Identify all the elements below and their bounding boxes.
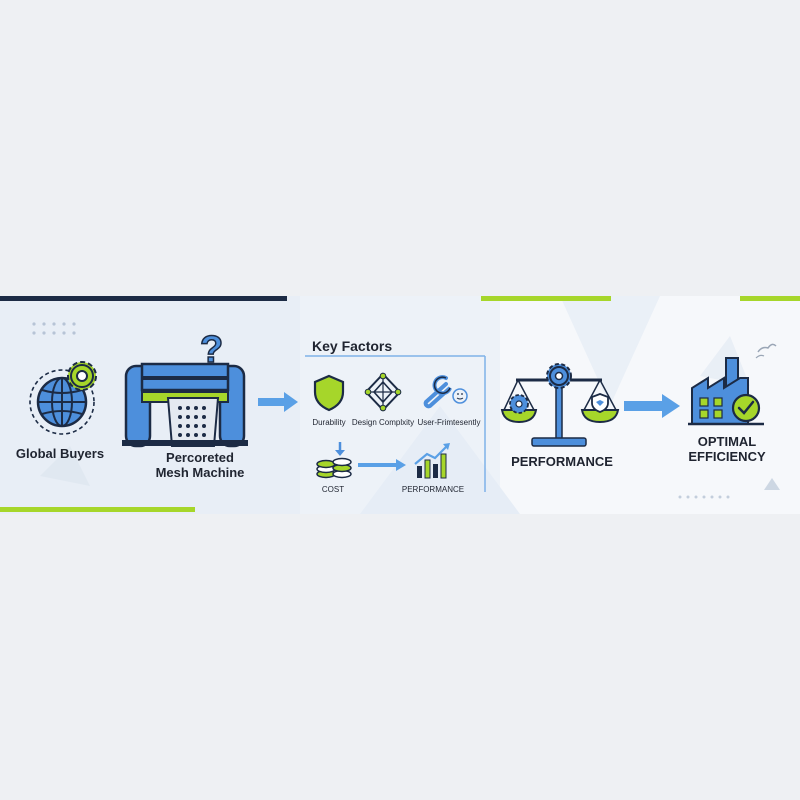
balance-scale-icon <box>500 363 620 447</box>
machine-label-line2: Mesh Machine <box>155 465 245 480</box>
design-complexity-icon <box>364 372 402 412</box>
accent-bar-top-lime-2 <box>740 296 800 301</box>
growth-chart-icon <box>414 443 450 479</box>
user-friendliness-label: User-Frimtesently <box>417 418 481 427</box>
arrow-right-small-icon <box>358 459 406 471</box>
globe-gear-icon <box>29 361 97 435</box>
decorative-triangle <box>764 478 780 490</box>
arrow-right-large-icon <box>624 394 680 418</box>
arrow-right-icon <box>258 392 298 412</box>
coins-icon <box>316 442 352 479</box>
decorative-dots-right <box>678 495 730 499</box>
design-complexity-label: Design Complxity <box>351 418 415 427</box>
factory-icon <box>688 343 777 426</box>
efficiency-label: EFFICIENCY <box>688 449 766 464</box>
process-banner: Global Buyers ? Percoreted Mesh Machine … <box>0 296 800 514</box>
durability-label: Durability <box>312 418 346 427</box>
performance-small-label: PERFORMANCE <box>401 485 465 494</box>
global-buyers-label: Global Buyers <box>15 446 105 461</box>
performance-label: PERFORMANCE <box>511 454 613 469</box>
decorative-dots-left <box>32 322 76 335</box>
accent-bar-bottom-lime <box>0 507 195 512</box>
machine-label-line1: Percoreted <box>166 450 234 465</box>
optimal-label: OPTIMAL <box>697 434 757 449</box>
key-factors-frame <box>305 355 486 492</box>
cost-label: COST <box>321 485 345 494</box>
mesh-machine-icon: ? <box>122 328 248 448</box>
key-factors-title: Key Factors <box>312 338 393 354</box>
accent-bar-top-navy <box>0 296 287 301</box>
accent-bar-top-lime-1 <box>481 296 611 301</box>
wrench-icon <box>423 375 468 409</box>
banner-background <box>0 296 800 514</box>
shield-icon <box>313 374 345 412</box>
